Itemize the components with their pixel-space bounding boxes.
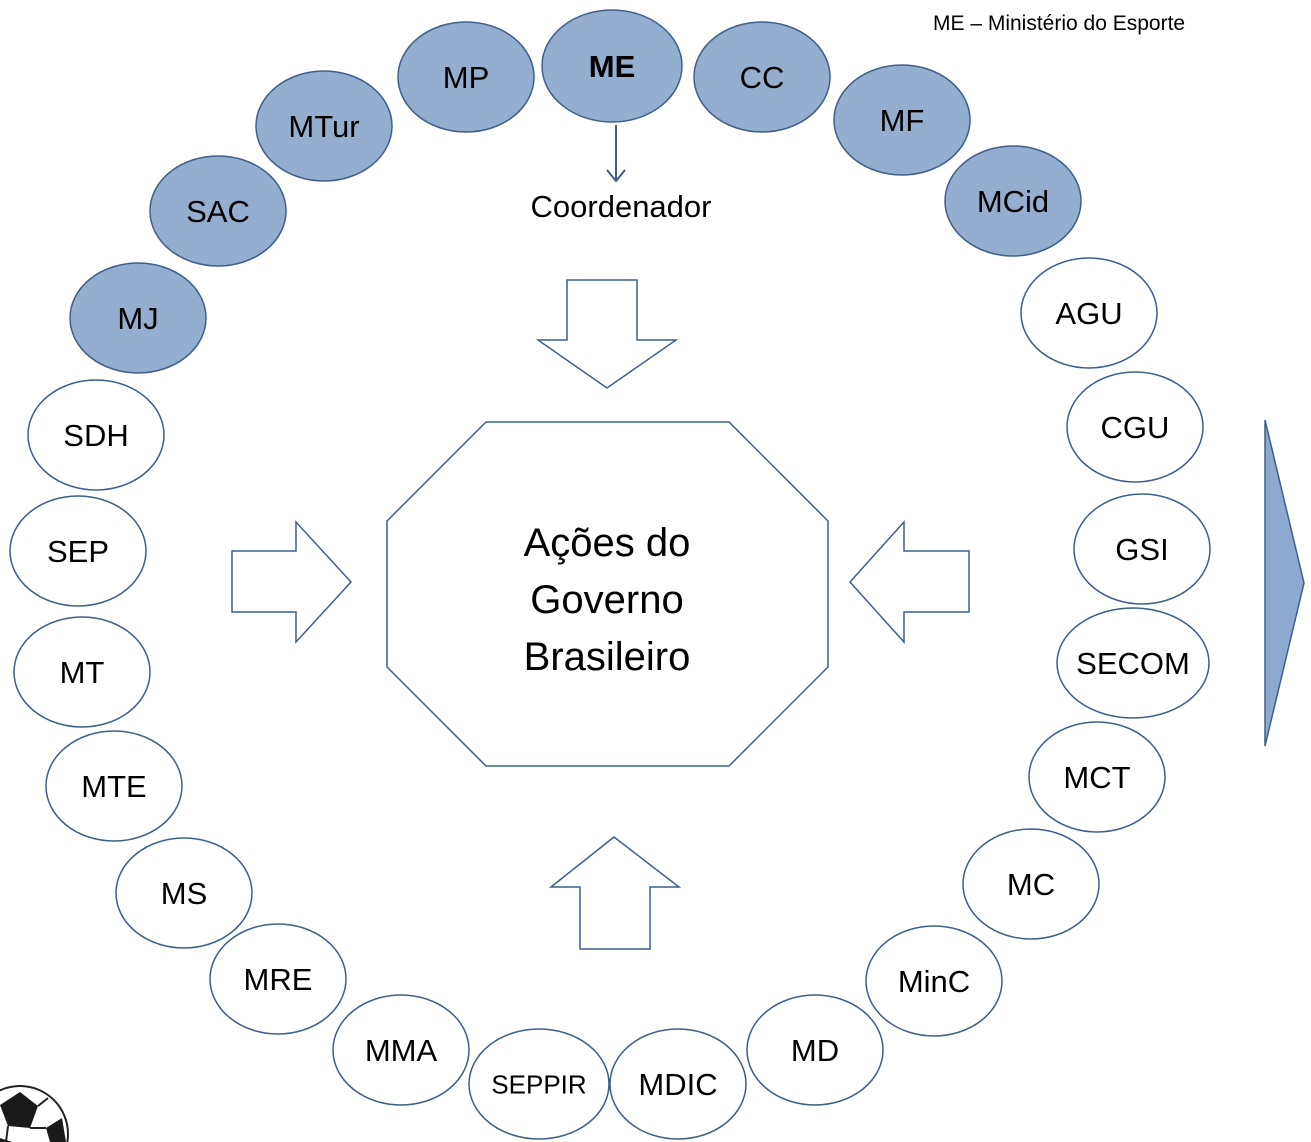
node-mdic: MDIC (609, 1028, 747, 1140)
node-label: MinC (898, 964, 970, 999)
node-label: SECOM (1076, 646, 1190, 681)
node-label: MTur (288, 109, 359, 144)
node-ellipse (1020, 257, 1158, 369)
node-label: SAC (186, 194, 250, 229)
node-label: SEP (47, 534, 109, 569)
node-ellipse (746, 994, 884, 1106)
node-ellipse (541, 9, 683, 123)
node-ellipse (115, 837, 253, 949)
node-sac: SAC (149, 155, 287, 267)
node-ellipse (13, 616, 151, 728)
node-md: MD (746, 994, 884, 1106)
node-label: MC (1007, 867, 1055, 902)
node-mt: MT (13, 616, 151, 728)
node-mma: MMA (332, 994, 470, 1106)
node-ellipse (1056, 607, 1210, 719)
node-label: CGU (1101, 410, 1170, 445)
center-text-line-2: Governo (530, 578, 683, 622)
legend-text: ME – Ministério do Esporte (933, 12, 1186, 35)
node-ellipse (9, 495, 147, 607)
node-mct: MCT (1028, 721, 1166, 833)
node-label: MS (161, 876, 208, 911)
node-label: MRE (244, 962, 313, 997)
center-octagon (386, 421, 829, 767)
center-text-line-1: Ações do (524, 521, 691, 565)
node-mj: MJ (69, 262, 207, 374)
node-mf: MF (833, 64, 971, 176)
node-label: MCid (977, 184, 1049, 219)
node-sdh: SDH (27, 379, 165, 491)
node-label: CC (740, 60, 785, 95)
node-ellipse (1028, 721, 1166, 833)
node-agu: AGU (1020, 257, 1158, 369)
node-ellipse (27, 379, 165, 491)
node-label: MDIC (638, 1067, 717, 1102)
node-ellipse (865, 925, 1003, 1037)
node-ellipse (397, 21, 535, 133)
node-label: MP (443, 60, 490, 95)
node-label: SDH (63, 418, 128, 453)
node-sep: SEP (9, 495, 147, 607)
node-label: MMA (365, 1033, 438, 1068)
node-mtur: MTur (255, 70, 393, 182)
node-label: MF (880, 103, 925, 138)
arrow-left (848, 520, 970, 644)
node-ellipse (944, 145, 1082, 257)
arrow-right (231, 520, 353, 644)
node-ellipse (468, 1028, 610, 1140)
node-ellipse (69, 262, 207, 374)
node-cgu: CGU (1066, 371, 1204, 483)
node-mp: MP (397, 21, 535, 133)
node-ellipse (149, 155, 287, 267)
node-ms: MS (115, 837, 253, 949)
node-minc: MinC (865, 925, 1003, 1037)
node-seppir: SEPPIR (468, 1028, 610, 1140)
coordinator-label: Coordenador (531, 189, 712, 224)
node-label: ME (589, 49, 636, 84)
node-me: ME (541, 9, 683, 123)
soccer-ball-icon (0, 1085, 69, 1142)
node-ellipse (962, 828, 1100, 940)
node-mc: MC (962, 828, 1100, 940)
node-label: MCT (1063, 760, 1130, 795)
node-gsi: GSI (1073, 493, 1211, 605)
arrow-down (535, 279, 679, 389)
node-label: MD (791, 1033, 839, 1068)
node-ellipse (209, 923, 347, 1035)
side-arrow-right (1264, 419, 1305, 747)
center-text-line-3: Brasileiro (524, 635, 691, 679)
node-ellipse (1066, 371, 1204, 483)
node-mre: MRE (209, 923, 347, 1035)
node-ellipse (1073, 493, 1211, 605)
node-mcid: MCid (944, 145, 1082, 257)
node-ellipse (609, 1028, 747, 1140)
node-label: GSI (1115, 532, 1168, 567)
coordinator-pointer-arrow (606, 125, 626, 183)
node-label: AGU (1055, 296, 1122, 331)
node-label: MTE (81, 769, 146, 804)
node-ellipse (833, 64, 971, 176)
node-cc: CC (693, 21, 831, 133)
node-ellipse (693, 21, 831, 133)
node-ellipse (45, 730, 183, 842)
node-secom: SECOM (1056, 607, 1210, 719)
arrow-up (548, 836, 682, 950)
node-mte: MTE (45, 730, 183, 842)
node-ellipse (255, 70, 393, 182)
node-label: SEPPIR (491, 1069, 586, 1099)
node-label: MJ (117, 301, 158, 336)
node-ellipse (332, 994, 470, 1106)
node-label: MT (60, 655, 105, 690)
